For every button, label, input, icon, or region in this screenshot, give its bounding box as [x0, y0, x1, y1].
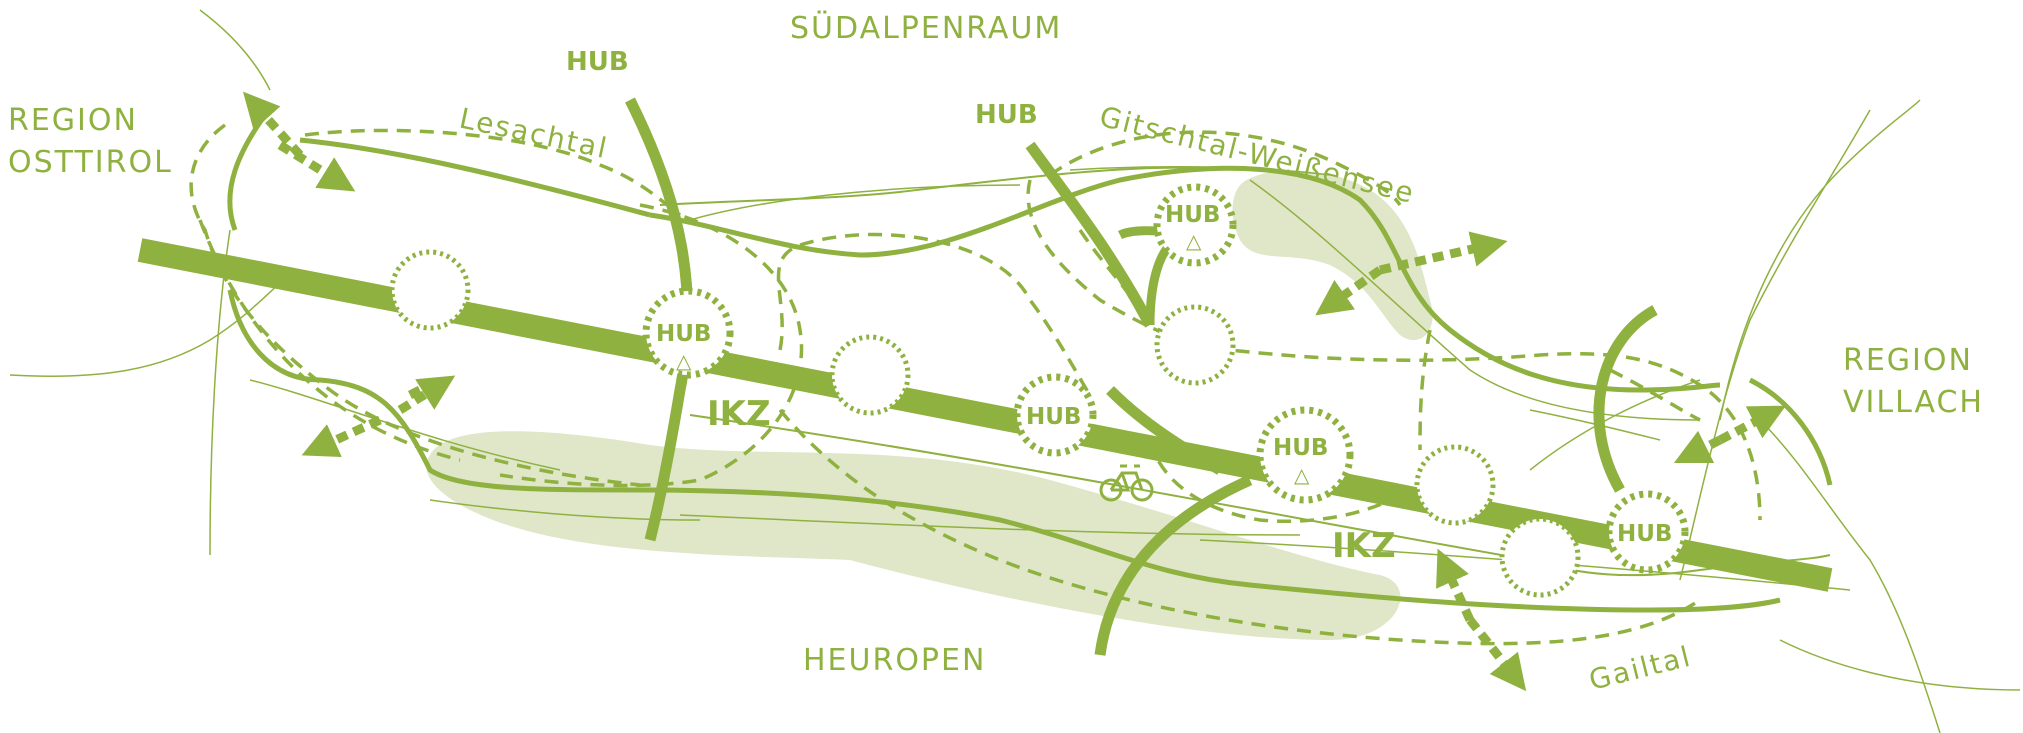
label-suedalpenraum: SÜDALPENRAUM [790, 10, 1062, 46]
label-hub-2: HUB [1165, 202, 1220, 228]
label-ikz-left: IKZ [707, 394, 771, 434]
bicycle-icon [1099, 464, 1154, 502]
label-hub-top-middle: HUB [975, 100, 1038, 130]
label-hub-1-triangle: △ [676, 349, 692, 373]
direction-arrows [242, 91, 1786, 692]
stop-circles [389, 249, 1581, 598]
label-lesachtal: Lesachtal [457, 102, 612, 166]
hub-circles [642, 183, 1689, 574]
label-heuropen: HEUROPEN [803, 643, 986, 678]
label-region-osttirol-line2: OSTTIROL [8, 145, 173, 180]
label-hub-4: HUB [1273, 435, 1328, 461]
road-network [227, 113, 1833, 613]
label-gailtal: Gailtal [1586, 640, 1695, 697]
label-hub-2-triangle: △ [1186, 229, 1202, 253]
label-ikz-right: IKZ [1332, 526, 1396, 566]
label-hub-1: HUB [656, 321, 711, 347]
label-region-villach-line1: REGION [1843, 343, 1973, 378]
label-hub-5: HUB [1617, 521, 1672, 547]
label-hub-top-left: HUB [566, 47, 629, 77]
label-hub-3: HUB [1026, 404, 1081, 430]
terrain-lines [9, 9, 2021, 733]
weissensee-area [1232, 170, 1433, 341]
label-region-osttirol-line1: REGION [8, 103, 138, 138]
label-region-villach-line2: VILLACH [1843, 385, 1984, 420]
label-hub-4-triangle: △ [1294, 463, 1310, 487]
